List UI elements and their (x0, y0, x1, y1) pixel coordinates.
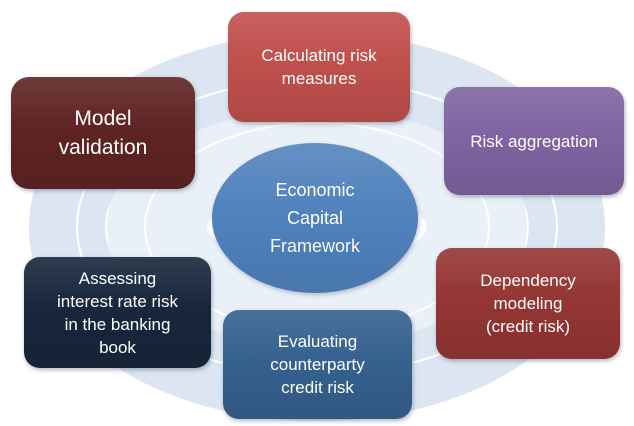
node-label-line: validation (58, 136, 148, 159)
node-label-line: counterparty (270, 355, 365, 374)
node-label-line: measures (281, 69, 357, 88)
node-label-line: credit risk (281, 378, 354, 397)
node-label-line: Dependency (480, 271, 576, 290)
center-label-line: Framework (269, 236, 360, 256)
node-label-line: in the banking (64, 314, 171, 334)
node-evaluating-counterparty-credit-risk: Evaluating counterparty credit risk (223, 310, 412, 419)
node-label-line: Calculating risk (261, 46, 377, 65)
node-label-line: Model (74, 107, 132, 130)
node-label-line: book (99, 337, 136, 357)
node-label-line: interest rate risk (57, 291, 178, 311)
node-dependency-modeling: Dependency modeling (credit risk) (436, 248, 620, 359)
node-assessing-interest-rate-risk: Assessing interest rate risk in the bank… (24, 257, 211, 368)
node-label-line: Evaluating (277, 332, 358, 351)
node-risk-aggregation: Risk aggregation (444, 87, 624, 195)
node-label-line: Risk aggregation (470, 131, 598, 151)
node-label-line: modeling (493, 294, 563, 313)
node-calculating-risk-measures: Calculating risk measures (228, 12, 410, 122)
node-label-line: (credit risk) (485, 317, 571, 336)
center-node-economic-capital-framework: Economic Capital Framework (212, 143, 418, 293)
node-model-validation: Model validation (11, 77, 195, 189)
center-label-line: Economic (275, 180, 355, 200)
node-label-line: Assessing (78, 268, 157, 288)
center-label-line: Capital (286, 208, 344, 228)
